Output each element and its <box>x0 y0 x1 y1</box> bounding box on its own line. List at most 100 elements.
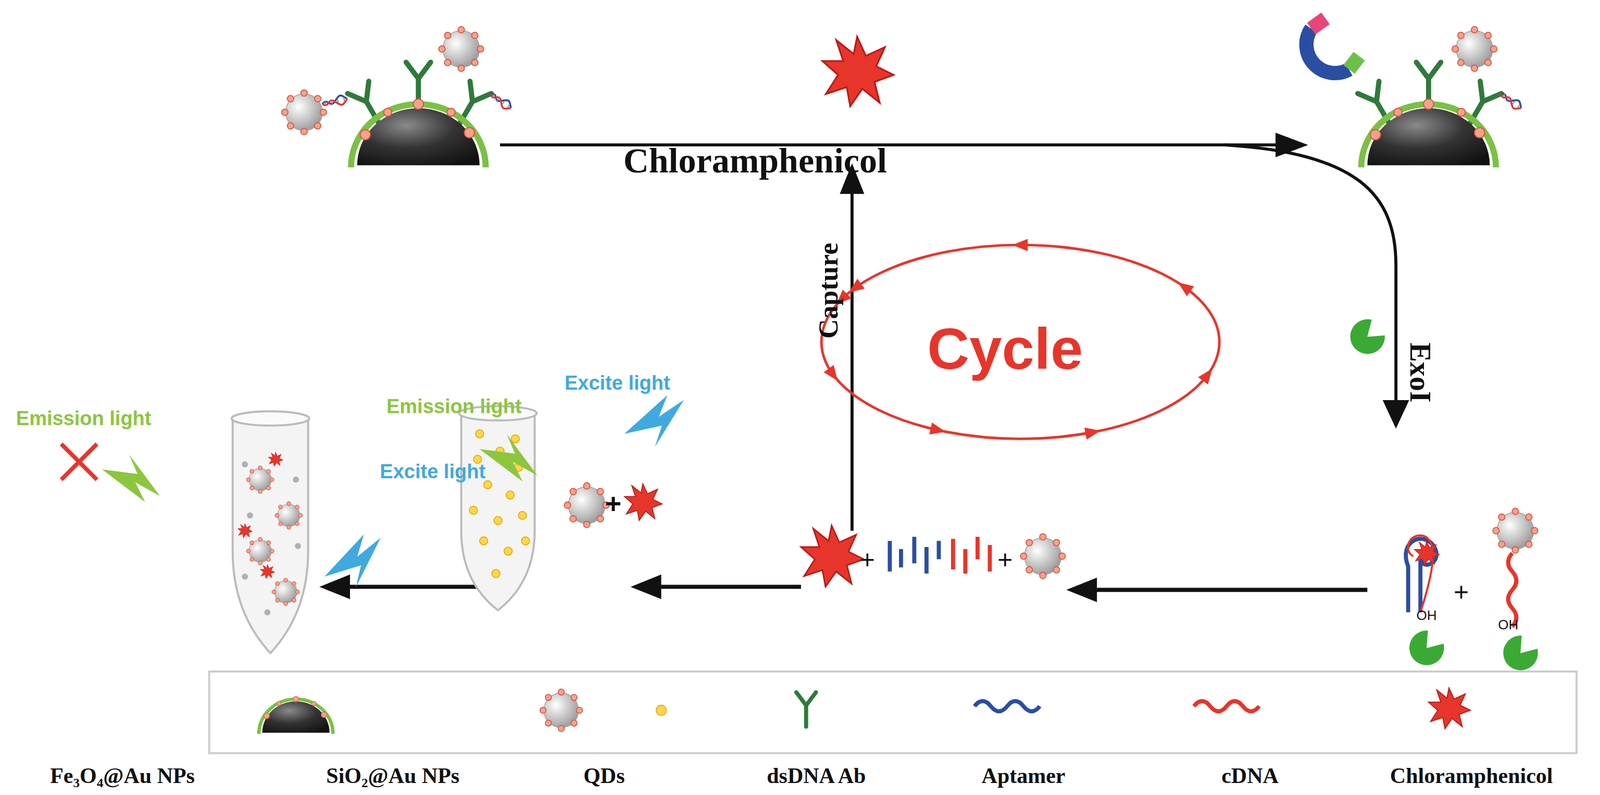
magnet <box>1306 18 1359 73</box>
cycle-arrowhead <box>1197 364 1217 385</box>
released-products <box>987 544 992 572</box>
end-group: OH <box>1497 617 1519 632</box>
reaction-arrow <box>500 143 1281 147</box>
cycle-arrowhead <box>844 278 865 298</box>
legend-samples <box>656 705 667 716</box>
legend-text: SiO₂@Au NPs <box>326 764 460 787</box>
cycle-arrowhead <box>823 365 843 385</box>
flow-arrow <box>319 574 350 599</box>
magnet <box>1348 56 1360 70</box>
test-tube <box>493 516 503 525</box>
immuno-complex <box>488 90 514 112</box>
emission-bolt <box>477 431 541 483</box>
test-tube <box>241 460 302 616</box>
magnet <box>1311 18 1326 29</box>
magnet <box>1306 28 1349 73</box>
cross-mark <box>61 443 98 480</box>
immuno-complex <box>351 98 486 168</box>
test-tube <box>459 406 537 611</box>
test-tube <box>246 465 274 494</box>
released-products <box>951 538 956 570</box>
immuno-complex <box>321 94 348 109</box>
arrow-label: Chloramphenicol <box>623 142 887 179</box>
test-tube <box>231 410 310 653</box>
light-label: Emission light <box>386 396 522 417</box>
digestion-products <box>1508 553 1517 627</box>
test-tube <box>246 511 254 519</box>
test-tube <box>264 608 271 616</box>
reaction-arrow <box>1382 400 1410 429</box>
test-tube <box>491 569 500 578</box>
test-tube <box>511 434 520 444</box>
test-tube <box>237 523 253 538</box>
test-tube <box>483 480 493 490</box>
cycle-arrowhead <box>1174 277 1195 296</box>
test-tube <box>504 546 513 556</box>
flow-arrow <box>1066 577 1097 603</box>
test-tube <box>521 536 530 545</box>
released-products <box>801 525 864 587</box>
test-tube <box>275 501 303 530</box>
immuno-complex <box>281 89 327 135</box>
excite-bolt <box>619 392 692 452</box>
released-products <box>898 548 904 568</box>
test-tube <box>241 460 248 468</box>
released-products <box>924 546 929 574</box>
test-tube <box>479 536 489 545</box>
analyte-star <box>822 36 894 107</box>
light-label: Emission light <box>16 408 152 429</box>
legend-samples <box>258 687 1471 734</box>
test-tube <box>271 578 300 606</box>
legend-samples <box>796 692 817 727</box>
reaction-arrow <box>500 132 1410 429</box>
released-products <box>975 536 980 559</box>
legend-samples <box>974 701 1040 712</box>
released-products <box>912 536 917 564</box>
legend-samples <box>1428 687 1471 729</box>
cross-mark <box>61 443 98 480</box>
test-tube <box>241 573 248 580</box>
cycle-label: Cycle <box>927 319 1083 379</box>
released-products <box>889 536 990 574</box>
exonuclease <box>1343 314 1390 361</box>
test-tube <box>246 536 274 565</box>
released-products <box>624 483 662 521</box>
separated-complex <box>1452 26 1497 72</box>
legend-frame <box>209 671 1577 754</box>
test-tube <box>475 429 484 439</box>
legend-text: QDs <box>583 764 625 787</box>
test-tube <box>231 410 310 425</box>
digestion-products <box>1402 507 1543 678</box>
cycle-loop <box>821 244 1220 439</box>
digestion-products <box>1414 540 1440 566</box>
released-products <box>564 482 1066 587</box>
legend-samples <box>540 689 583 732</box>
immuno-complex <box>281 26 514 168</box>
light-label: Excite light <box>564 372 671 393</box>
released-products <box>564 482 609 528</box>
test-tube <box>506 490 515 499</box>
emission-bolt <box>99 452 164 503</box>
legend-text: Chloramphenicol <box>1390 764 1554 787</box>
arrow-label: Capture <box>815 242 843 339</box>
test-tube <box>461 413 535 610</box>
capture-arrow <box>839 163 865 531</box>
legend-text: Aptamer <box>981 764 1066 787</box>
test-tube <box>292 476 299 483</box>
light-label: Excite light <box>379 461 486 482</box>
digestion-products <box>1402 626 1449 673</box>
test-tube <box>518 510 527 520</box>
plus-sign: + <box>997 546 1013 573</box>
legend-text: Fe₃O₄@Au NPs <box>50 764 195 787</box>
separated-complex <box>1361 98 1497 168</box>
end-group: OH <box>1416 608 1437 622</box>
immuno-complex <box>438 26 484 72</box>
separated-complex <box>1357 26 1524 168</box>
plus-sign: + <box>605 489 622 518</box>
flow-arrow <box>1091 587 1368 592</box>
enzyme-label: ExoI <box>1405 342 1435 403</box>
digestion-products <box>1492 507 1538 553</box>
plus-sign: + <box>1453 578 1469 605</box>
test-tube <box>232 418 309 654</box>
